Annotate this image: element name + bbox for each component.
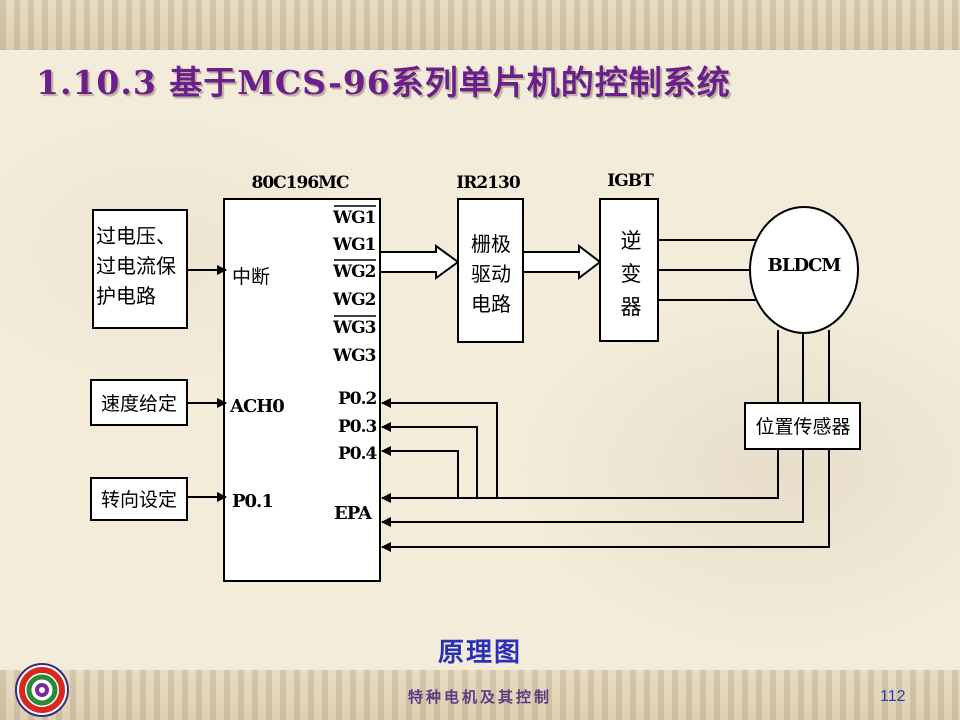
feedback-p03 — [381, 422, 478, 498]
protection-line-2: 过电流保 — [96, 254, 176, 278]
pin-wg1-bar: WG1 — [332, 208, 376, 228]
mcu-label: 80C196MC — [251, 173, 348, 193]
pin-wg2-bar: WG2 — [332, 262, 376, 282]
igbt-label: IGBT — [607, 171, 654, 191]
diagram-caption: 原理图 — [437, 638, 522, 668]
gate-drive-line-3: 电路 — [471, 292, 511, 316]
pin-ach0: ACH0 — [229, 396, 284, 417]
feedback-p02 — [381, 398, 498, 498]
inverter-line-1: 逆 — [621, 229, 642, 253]
pin-p01: P0.1 — [232, 491, 273, 512]
feedback-epa-2 — [381, 449, 804, 527]
mcu-to-driver-arrow — [379, 244, 460, 280]
direction-setting-label: 转向设定 — [101, 489, 177, 511]
feedback-epa-1 — [381, 449, 779, 503]
course-name: 特种电机及其控制 — [407, 688, 552, 706]
driver-label: IR2130 — [456, 173, 521, 193]
speed-setting-block — [90, 379, 188, 426]
pin-p02: P0.2 — [338, 389, 377, 409]
inverter-block — [599, 198, 659, 342]
speed-setting-label: 速度给定 — [101, 393, 177, 415]
direction-setting-block — [90, 477, 188, 521]
inverter-line-2: 变 — [621, 262, 642, 286]
gate-drive-line-1: 栅极 — [471, 232, 511, 256]
pin-wg1: WG1 — [332, 235, 376, 255]
pin-interrupt: 中断 — [232, 266, 270, 288]
gate-drive-line-2: 驱动 — [471, 262, 511, 286]
position-sensor-label: 位置传感器 — [755, 416, 850, 438]
mcu-block — [223, 198, 381, 582]
protection-line-1: 过电压、 — [96, 224, 176, 248]
pin-wg3: WG3 — [332, 346, 376, 366]
bottom-decorative-border — [0, 670, 960, 720]
driver-to-inverter-arrow — [522, 243, 602, 281]
protection-line-3: 护电路 — [96, 284, 156, 308]
university-logo-icon — [15, 663, 69, 717]
pin-wg3-bar: WG3 — [332, 318, 376, 338]
pin-wg2: WG2 — [332, 290, 376, 310]
motor-label: BLDCM — [768, 255, 842, 276]
gate-drive-block — [457, 198, 524, 343]
slide-background — [0, 50, 960, 670]
pin-p03: P0.3 — [338, 417, 377, 437]
pin-p04: P0.4 — [338, 444, 378, 464]
feedback-p04 — [381, 446, 459, 498]
inverter-line-3: 器 — [621, 295, 642, 319]
slide-title: 1.10.3 基于MCS-96系列单片机的控制系统 — [36, 63, 731, 102]
top-decorative-border — [0, 0, 960, 50]
page-number: 112 — [880, 688, 906, 705]
pin-epa: EPA — [334, 503, 373, 524]
feedback-epa-3 — [381, 449, 830, 552]
